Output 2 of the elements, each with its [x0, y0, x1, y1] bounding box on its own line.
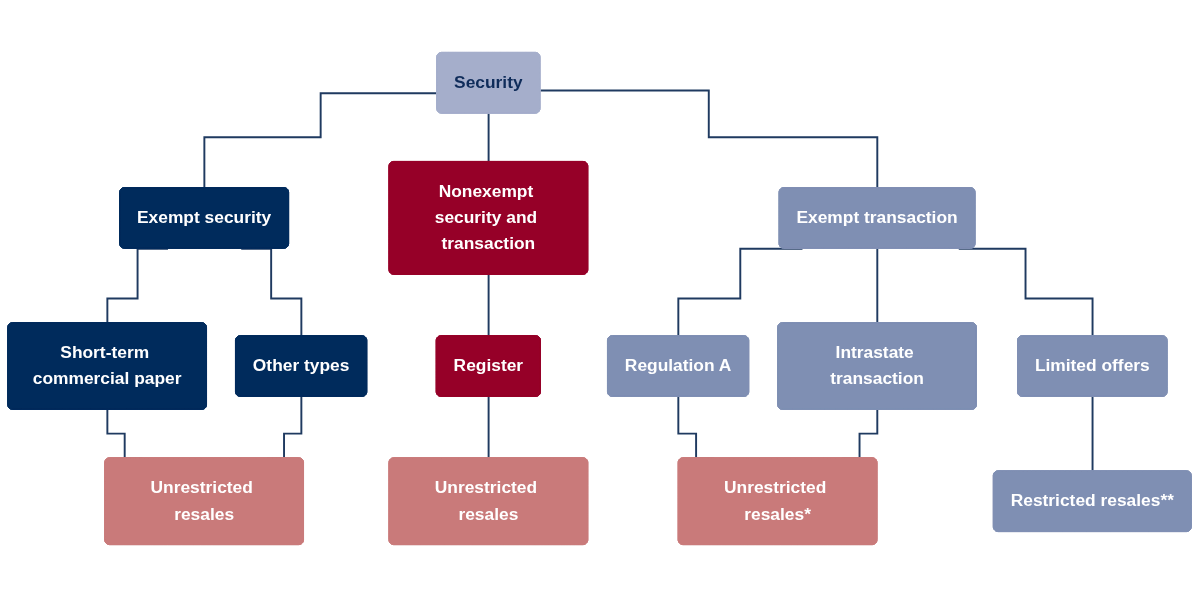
connector	[539, 89, 879, 189]
connector	[487, 112, 490, 163]
